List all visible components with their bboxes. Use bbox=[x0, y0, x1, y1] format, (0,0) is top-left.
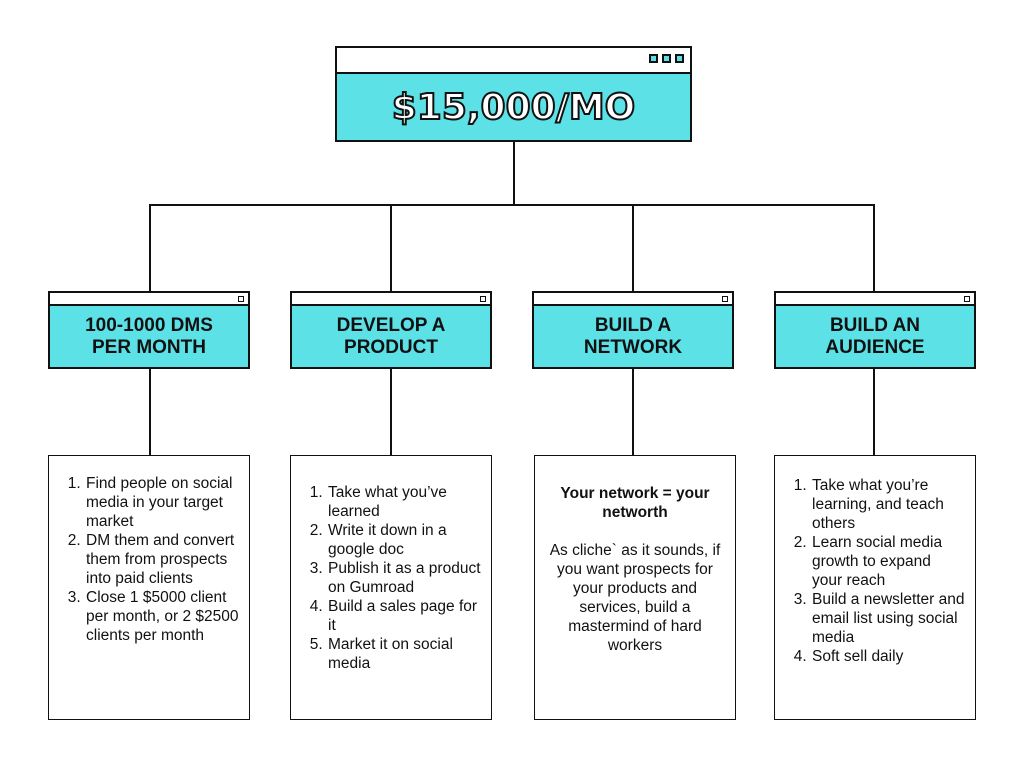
category-title-line: 100-1000 DMS bbox=[85, 314, 213, 336]
window-control-icon bbox=[675, 54, 684, 63]
window-control-icon bbox=[964, 296, 970, 302]
card-network-content: Your network = your networth As cliche` … bbox=[535, 484, 735, 655]
category-title-dms: 100-1000 DMS PER MONTH bbox=[79, 315, 219, 359]
category-title-product: DEVELOP A PRODUCT bbox=[331, 315, 452, 359]
list-item: Learn social media growth to expand your… bbox=[811, 533, 965, 590]
category-window-network: BUILD A NETWORK bbox=[532, 291, 734, 369]
card-audience-list: Take what you’re learning, and teach oth… bbox=[775, 476, 965, 666]
category-body: BUILD AN AUDIENCE bbox=[776, 304, 974, 367]
category-body: DEVELOP A PRODUCT bbox=[292, 304, 490, 367]
list-item: Find people on social media in your targ… bbox=[85, 474, 239, 531]
category-window-dms: 100-1000 DMS PER MONTH bbox=[48, 291, 250, 369]
category-body: 100-1000 DMS PER MONTH bbox=[50, 304, 248, 367]
main-goal-title: $15,000/MO bbox=[391, 86, 637, 129]
network-body: As cliche` as it sounds, if you want pro… bbox=[549, 542, 721, 654]
connector-card-3 bbox=[632, 368, 634, 456]
card-dms-list: Find people on social media in your targ… bbox=[49, 474, 239, 645]
list-item: Market it on social media bbox=[327, 635, 481, 673]
network-heading: Your network = your networth bbox=[560, 485, 710, 521]
card-dms: Find people on social media in your targ… bbox=[48, 455, 250, 720]
card-product: Take what you’ve learned Write it down i… bbox=[290, 455, 492, 720]
list-item: Publish it as a product on Gumroad bbox=[327, 559, 481, 597]
window-control-icon bbox=[649, 54, 658, 63]
list-item: Build a sales page for it bbox=[327, 597, 481, 635]
category-title-audience: BUILD AN AUDIENCE bbox=[819, 315, 930, 359]
main-goal-window: $15,000/MO bbox=[335, 46, 692, 142]
connector-branch-3 bbox=[632, 204, 634, 294]
category-title-network: BUILD A NETWORK bbox=[578, 315, 688, 359]
category-title-line: PRODUCT bbox=[344, 336, 438, 358]
list-item: DM them and convert them from prospects … bbox=[85, 531, 239, 588]
window-controls bbox=[649, 54, 684, 63]
category-title-line: NETWORK bbox=[583, 336, 683, 358]
window-control-icon bbox=[480, 296, 486, 302]
category-window-product: DEVELOP A PRODUCT bbox=[290, 291, 492, 369]
connector-horizontal bbox=[149, 204, 875, 206]
window-control-icon bbox=[238, 296, 244, 302]
connector-branch-2 bbox=[390, 204, 392, 294]
list-item: Build a newsletter and email list using … bbox=[811, 590, 965, 647]
list-item: Write it down in a google doc bbox=[327, 521, 481, 559]
category-title-line: PER MONTH bbox=[91, 336, 206, 358]
category-title-line: AUDIENCE bbox=[825, 336, 925, 358]
window-control-icon bbox=[722, 296, 728, 302]
category-window-audience: BUILD AN AUDIENCE bbox=[774, 291, 976, 369]
list-item: Take what you’re learning, and teach oth… bbox=[811, 476, 965, 533]
connector-branch-4 bbox=[873, 204, 875, 294]
list-item: Take what you’ve learned bbox=[327, 483, 481, 521]
connector-card-1 bbox=[149, 368, 151, 456]
list-item: Close 1 $5000 client per month, or 2 $25… bbox=[85, 588, 239, 645]
connector-top-vertical bbox=[513, 140, 515, 205]
category-title-line: BUILD A bbox=[594, 314, 672, 336]
main-goal-body: $15,000/MO bbox=[337, 72, 690, 140]
connector-branch-1 bbox=[149, 204, 151, 294]
card-product-list: Take what you’ve learned Write it down i… bbox=[291, 483, 481, 673]
category-body: BUILD A NETWORK bbox=[534, 304, 732, 367]
category-title-line: BUILD AN bbox=[829, 314, 921, 336]
card-network: Your network = your networth As cliche` … bbox=[534, 455, 736, 720]
connector-card-4 bbox=[873, 368, 875, 456]
category-title-line: DEVELOP A bbox=[336, 314, 446, 336]
list-item: Soft sell daily bbox=[811, 647, 965, 666]
connector-card-2 bbox=[390, 368, 392, 456]
card-audience: Take what you’re learning, and teach oth… bbox=[774, 455, 976, 720]
window-control-icon bbox=[662, 54, 671, 63]
